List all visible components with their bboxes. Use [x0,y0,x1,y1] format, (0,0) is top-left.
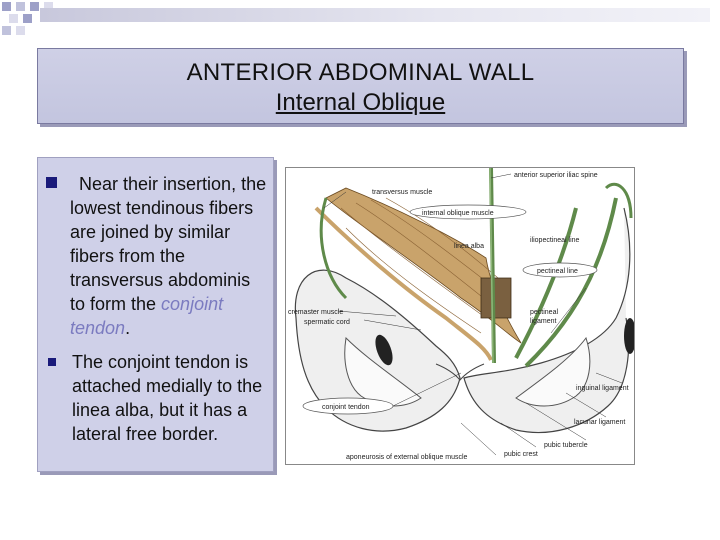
bullet-item: Near their insertion, the lowest tendino… [46,172,268,340]
bullet-text-main: Near their insertion, the lowest tendino… [70,174,267,314]
anatomy-figure: transversus muscle internal oblique musc… [285,167,635,465]
bullet-text-box: Near their insertion, the lowest tendino… [37,157,274,472]
title-box: ANTERIOR ABDOMINAL WALL Internal Oblique [37,48,684,124]
label-spermatic-cord: spermatic cord [304,319,350,326]
highlight-term: conjoint tendon [70,294,224,338]
label-lacunar-ligament: lacunar ligament [574,419,625,426]
label-transversus-muscle: transversus muscle [372,189,432,196]
label-cremaster-muscle: cremaster muscle [288,309,343,316]
header-bar [40,8,710,22]
label-pubic-tubercle: pubic tubercle [544,442,588,449]
corner-decoration [2,2,53,35]
bullet-item: The conjoint tendon is attached medially… [46,350,268,446]
pelvis-diagram: transversus muscle internal oblique musc… [288,168,634,461]
bullet-square-icon [46,177,57,188]
label-conjoint-tendon: conjoint tendon [322,404,370,411]
label-pectineal-ligament-2: ligament [530,318,557,325]
label-pectineal-line: pectineal line [537,268,578,275]
bullet-text: The conjoint tendon is attached medially… [72,352,263,444]
label-pectineal-ligament-1: pectineal [530,309,558,316]
bullet-square-icon [48,358,56,366]
label-iliopectineal-line: iliopectineal line [530,237,580,244]
label-inguinal-ligament: inguinal ligament [576,385,629,392]
label-linea-alba: linea alba [454,243,484,250]
label-asis: anterior superior iliac spine [514,172,598,179]
slide-subtitle: Internal Oblique [275,89,446,116]
slide-title: ANTERIOR ABDOMINAL WALL [186,59,535,86]
label-aponeurosis: aponeurosis of external oblique muscle [346,454,468,461]
bullet-text: Near their insertion, the lowest tendino… [37,172,268,340]
bullet-text-end: . [125,318,131,338]
label-pubic-crest: pubic crest [504,451,538,458]
label-internal-oblique-muscle: internal oblique muscle [422,210,494,217]
